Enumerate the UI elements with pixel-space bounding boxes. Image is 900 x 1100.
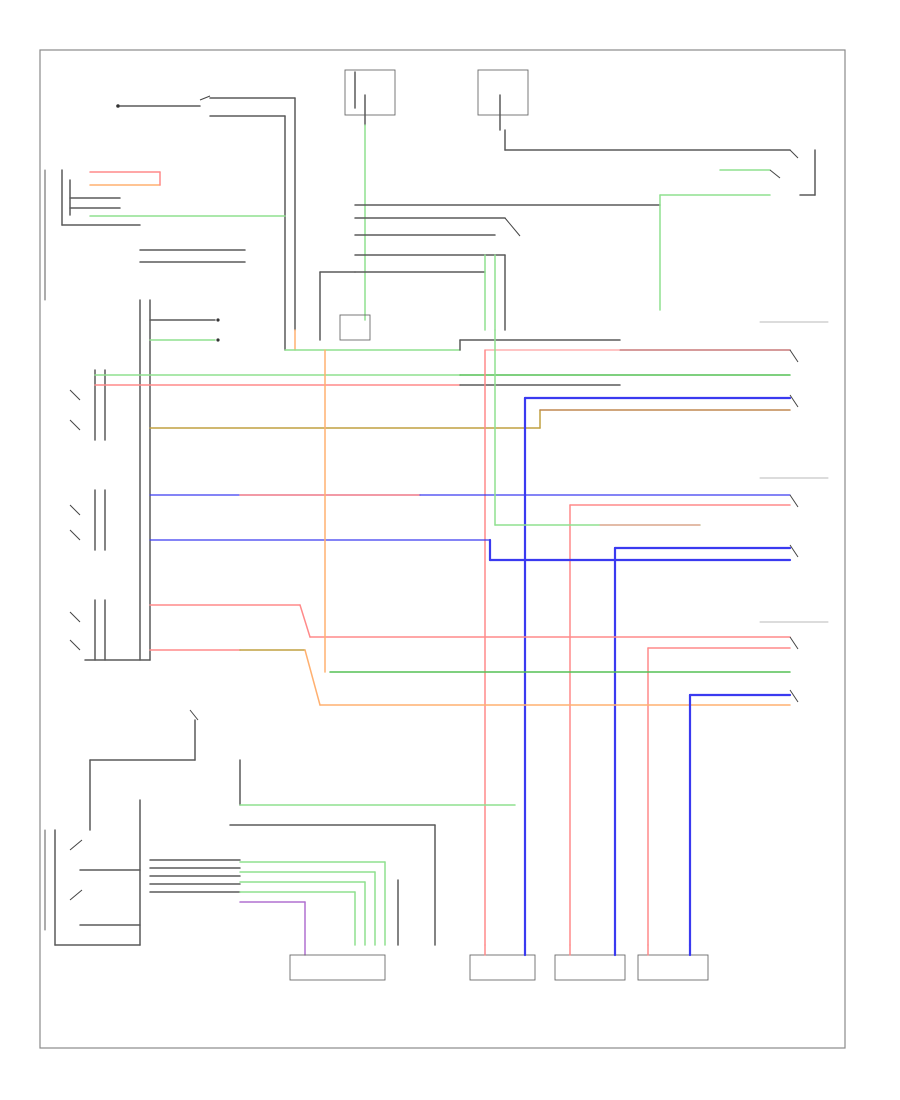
top-center-fuse-box	[344, 69, 396, 321]
connector-bundle	[149, 859, 399, 956]
top-left-switch	[116, 95, 296, 351]
top-right-fuse-box	[477, 69, 799, 159]
motor-box-left-front	[289, 954, 386, 981]
row-1-wires	[94, 349, 799, 408]
motor-box-right-rear	[554, 954, 626, 981]
power-connector	[61, 169, 286, 226]
diagram-frame	[39, 49, 846, 1049]
motor-box-left-rear	[469, 954, 536, 981]
top-right-switch	[659, 149, 816, 311]
left-switch-column	[69, 299, 151, 661]
motor-box-right-front	[637, 954, 709, 981]
center-relay	[319, 204, 661, 341]
bottom-left-switch	[54, 709, 199, 946]
